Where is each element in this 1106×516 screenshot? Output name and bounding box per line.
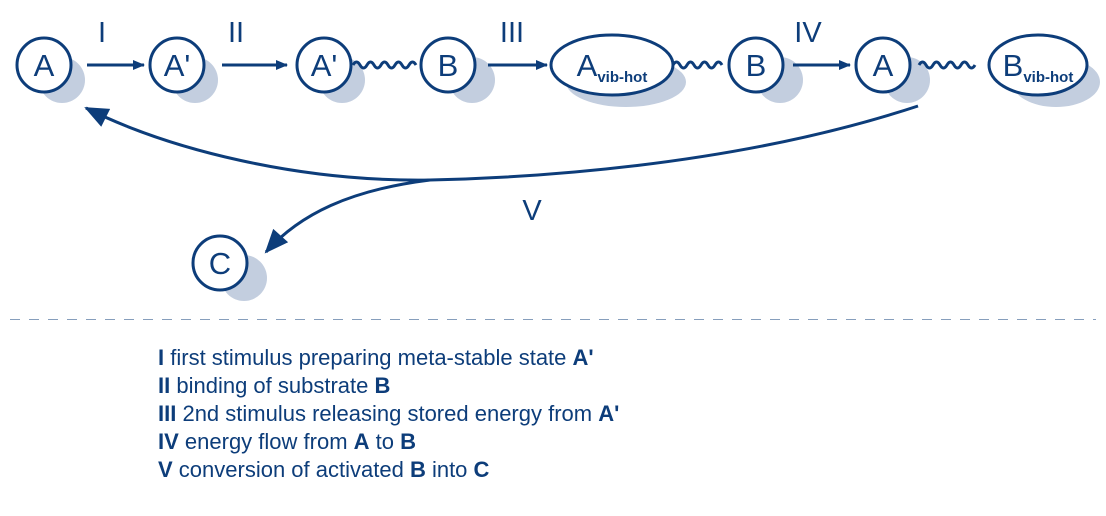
legend-item-iii: III 2nd stimulus releasing stored energy… (158, 401, 620, 426)
state-a1-label: A (34, 48, 55, 83)
bond-a-bvibhot (917, 60, 977, 70)
state-b2-circle (727, 36, 785, 94)
state-b-vib-hot-ellipse (987, 33, 1089, 97)
state-a-vib-hot-ellipse (549, 33, 675, 97)
step-ii-label: II (228, 17, 244, 49)
state-a-vib-hot-label: Avib-hot (577, 48, 648, 86)
state-b1-circle (419, 36, 477, 94)
state-b-vib-hot-label: Bvib-hot (1003, 48, 1074, 86)
legend-item-ii: II binding of substrate B (158, 373, 391, 398)
legend: I first stimulus preparing meta-stable s… (158, 344, 619, 484)
state-a1-circle (15, 36, 73, 94)
state-b-vib-hot-subscript: vib-hot (1023, 69, 1073, 86)
state-labels: A A' A' B Avib-hot B A Bvib-hot C (34, 48, 1074, 281)
state-a-vib-hot-subscript: vib-hot (597, 69, 647, 86)
bond-avibhot-b (671, 60, 724, 70)
state-a-prime-2-circle (295, 36, 353, 94)
state-a2-label: A (873, 48, 894, 83)
state-b2-label: B (746, 48, 767, 83)
step-i-label: I (98, 17, 106, 49)
state-a-prime-1-circle (148, 36, 206, 94)
step-iv-label: IV (794, 17, 822, 49)
state-a-prime-2-label: A' (311, 48, 338, 83)
state-a-prime-1-label: A' (164, 48, 191, 83)
state-a2-circle (854, 36, 912, 94)
legend-item-iv: IV energy flow from A to B (158, 429, 416, 454)
state-shapes (15, 33, 1089, 292)
bond-aprime-b (351, 60, 418, 70)
state-b1-label: B (438, 48, 459, 83)
arrows (84, 60, 919, 254)
legend-item-i: I first stimulus preparing meta-stable s… (158, 345, 594, 370)
state-c-label: C (209, 246, 231, 281)
state-c-circle (191, 234, 249, 292)
step-iii-label: III (500, 17, 524, 49)
step-v-label: V (522, 195, 542, 227)
legend-item-v: V conversion of activated B into C (158, 457, 490, 482)
arrow-step-v-return (84, 104, 919, 182)
reaction-diagram: A A' A' B Avib-hot B A Bvib-hot C I II I… (10, 17, 1100, 320)
step-labels: I II III IV V (98, 17, 822, 227)
bonds (351, 60, 977, 70)
arrow-step-v-to-c (264, 178, 431, 254)
